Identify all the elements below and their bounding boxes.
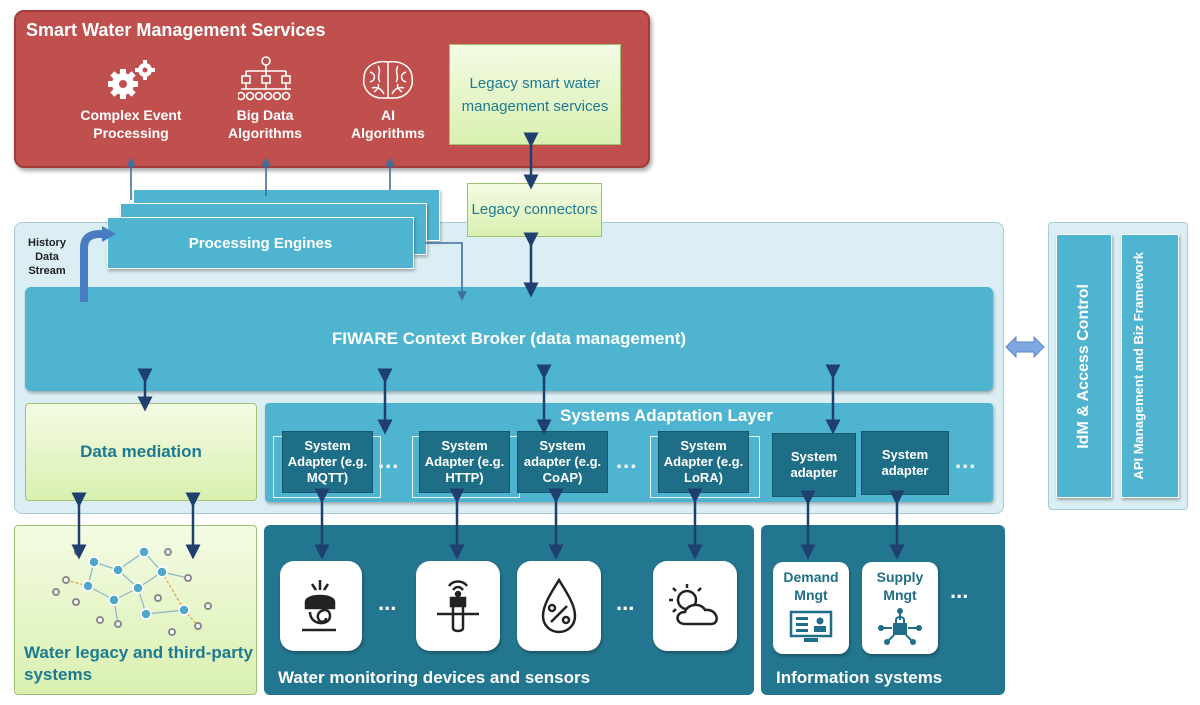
api-management-label: API Management and Biz Framework — [1131, 252, 1146, 480]
brain-icon — [358, 58, 418, 107]
services-title: Smart Water Management Services — [26, 20, 326, 40]
platform-control-arrow — [1005, 335, 1045, 359]
ellipsis: ... — [378, 590, 397, 615]
ellipsis: ... — [378, 448, 400, 473]
adapter-lora: System Adapter (e.g. LoRA) — [658, 431, 749, 493]
processing-engines-box: Processing Engines — [107, 217, 414, 269]
probe-sensor-icon — [437, 580, 479, 633]
idm-access-control-bar: IdM & Access Control — [1056, 234, 1112, 498]
systems-adaptation-layer-title: Systems Adaptation Layer — [560, 406, 773, 425]
legacy-systems-box — [14, 525, 257, 695]
data-mediation-label: Data mediation — [80, 442, 202, 461]
weather-sensor-tile — [653, 561, 737, 651]
devices-sensors-title: Water monitoring devices and sensors — [278, 668, 591, 687]
history-data-stream-label: History Data Stream — [28, 237, 66, 277]
adapter-generic-1: System adapter — [772, 433, 856, 497]
legacy-connectors-box: Legacy connectors — [467, 183, 602, 237]
level-probe-sensor-tile — [416, 561, 500, 651]
humidity-sensor-tile — [517, 561, 601, 651]
ellipsis: ... — [616, 448, 638, 473]
processing-engines-label: Processing Engines — [188, 234, 333, 252]
adapter-mqtt: System Adapter (e.g. MQTT) — [282, 431, 373, 493]
network-lock-icon — [878, 608, 922, 645]
water-meter-sensor-tile — [280, 561, 362, 651]
water-meter-icon — [302, 580, 336, 632]
idm-access-control-label: IdM & Access Control — [1075, 283, 1092, 449]
network-graph-icon — [48, 540, 218, 645]
hierarchy-icon — [236, 56, 294, 107]
legacy-services-box: Legacy smart water management services — [449, 44, 621, 145]
ellipsis: ... — [950, 578, 969, 603]
ellipsis: ... — [955, 448, 977, 473]
adapter-coap: System adapter (e.g. CoAP) — [517, 431, 608, 493]
context-broker-label: FIWARE Context Broker (data management) — [331, 329, 687, 348]
ellipsis: ... — [616, 590, 635, 615]
supply-management-tile: Supply Mngt — [862, 562, 938, 654]
adapter-generic-2: System adapter — [861, 431, 949, 495]
adapter-http: System Adapter (e.g. HTTP) — [419, 431, 510, 493]
demand-management-tile: Demand Mngt — [773, 562, 849, 654]
legacy-systems-title: Water legacy and third-party systems — [24, 643, 253, 684]
gears-icon — [103, 58, 159, 107]
water-drop-percent-icon — [541, 577, 577, 634]
api-management-bar: API Management and Biz Framework — [1121, 234, 1179, 498]
demand-management-label: Demand Mngt — [783, 569, 839, 603]
context-broker-box: FIWARE Context Broker (data management) — [25, 287, 993, 391]
monitor-dashboard-icon — [789, 610, 833, 642]
supply-management-label: Supply Mngt — [876, 569, 924, 603]
legacy-services-label: Legacy smart water management services — [461, 74, 609, 115]
data-mediation-box: Data mediation — [25, 403, 257, 501]
weather-icon — [669, 584, 718, 626]
legacy-connectors-label: Legacy connectors — [471, 201, 598, 218]
information-systems-title: Information systems — [776, 668, 943, 687]
